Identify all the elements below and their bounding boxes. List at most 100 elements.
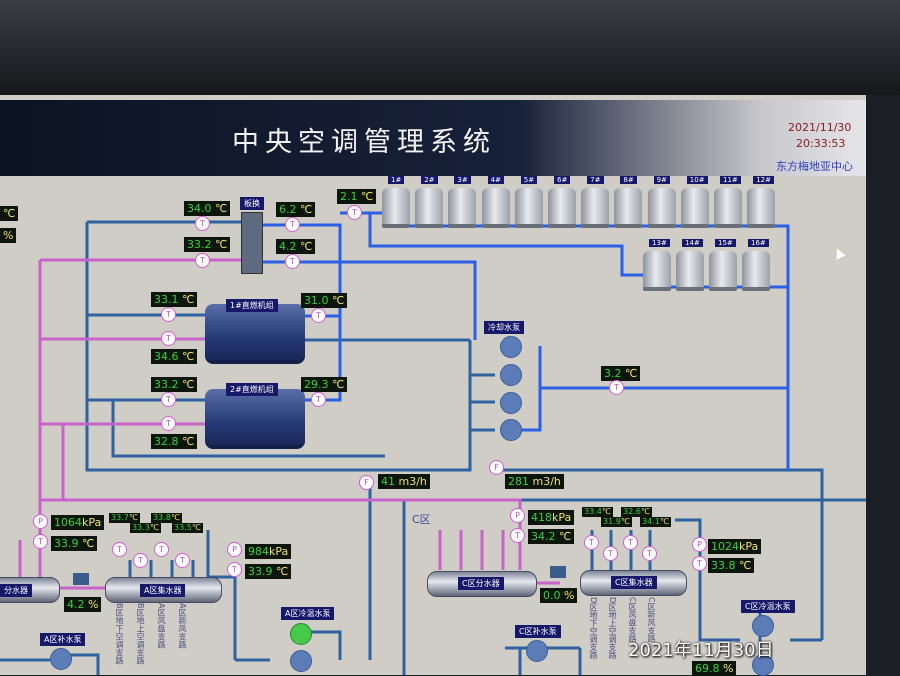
cooling-tower-label: 4# xyxy=(487,176,504,184)
branch-label: B区地上空调支路 xyxy=(136,603,145,665)
cooling-tower-label: 9# xyxy=(653,176,670,184)
page-title: 中央空调管理系统 xyxy=(232,127,496,158)
monitor-bezel xyxy=(0,0,900,95)
readout-c-branch-3: 32.6℃ xyxy=(621,507,652,517)
temperature-sensor-icon[interactable]: T xyxy=(510,528,525,543)
branch-label: A区风盘支路 xyxy=(157,603,166,649)
temperature-sensor-icon[interactable]: T xyxy=(623,535,638,550)
cooling-tower-8[interactable] xyxy=(614,188,643,228)
readout-hx-out-cold: 6.2 ℃ xyxy=(276,202,316,217)
temperature-sensor-icon[interactable]: T xyxy=(227,562,242,577)
cooling-tower-label: 5# xyxy=(520,176,538,184)
flow-sensor-icon[interactable]: F xyxy=(359,475,374,490)
cooling-tower-6[interactable] xyxy=(548,188,576,228)
cooling-tower-5[interactable] xyxy=(514,188,543,228)
time-display: 20:33:53 xyxy=(796,137,846,150)
readout-hx-in-cold: 4.2 ℃ xyxy=(276,239,316,254)
cooling-pump-label: 冷却水泵 xyxy=(484,321,524,334)
readout-a-p-return: 984kPa xyxy=(245,544,292,559)
temperature-sensor-icon[interactable]: T xyxy=(285,217,300,232)
readout-c-branch-4: 34.1℃ xyxy=(640,517,671,527)
readout-hx-in-hot: 34.0 ℃ xyxy=(184,201,231,216)
cooling-tower-label: 8# xyxy=(620,176,637,184)
readout-chiller1-t3: 31.0 ℃ xyxy=(301,293,348,308)
temperature-sensor-icon[interactable]: T xyxy=(161,416,176,431)
temperature-sensor-icon[interactable]: T xyxy=(642,546,657,561)
temperature-sensor-icon[interactable]: T xyxy=(161,392,176,407)
cooling-tower-label: 16# xyxy=(748,239,769,247)
zone-c-makeup-pump-label: C区补水泵 xyxy=(515,625,561,638)
temperature-sensor-icon[interactable]: T xyxy=(347,205,362,220)
readout-flow-2: 281 m3/h xyxy=(505,474,564,489)
readout-c-branch-2: 31.9℃ xyxy=(601,517,632,527)
plate-heat-exchanger[interactable] xyxy=(241,212,263,274)
cooling-pump-4[interactable] xyxy=(500,419,522,441)
cooling-tower-10[interactable] xyxy=(680,188,709,228)
readout-c-t-supply: 34.2 ℃ xyxy=(528,529,575,544)
pressure-sensor-icon[interactable]: P xyxy=(227,542,242,557)
cooling-tower-label: 2# xyxy=(421,176,438,184)
temperature-sensor-icon[interactable]: T xyxy=(609,380,624,395)
temperature-sensor-icon[interactable]: T xyxy=(285,254,300,269)
cooling-tower-label: 6# xyxy=(554,176,571,184)
zone-a-makeup-pump[interactable] xyxy=(50,648,72,670)
temperature-sensor-icon[interactable]: T xyxy=(311,308,326,323)
temperature-sensor-icon[interactable]: T xyxy=(195,216,210,231)
cooling-tower-label: 10# xyxy=(686,176,708,184)
readout-chiller2-t3: 29.3 ℃ xyxy=(301,377,348,392)
zone-c-valve[interactable] xyxy=(550,566,566,578)
cooling-tower-2[interactable] xyxy=(415,188,444,228)
cooling-tower-4[interactable] xyxy=(481,188,510,228)
branch-label: C区新风支路 xyxy=(647,597,656,643)
branch-label: C区风盘支路 xyxy=(628,597,637,643)
cooling-tower-13[interactable] xyxy=(643,251,671,291)
temperature-sensor-icon[interactable]: T xyxy=(603,546,618,561)
zone-a-circ-pump-2[interactable] xyxy=(290,650,312,672)
camera-timestamp-watermark: 2021年11月30日 xyxy=(628,640,774,661)
cooling-tower-16[interactable] xyxy=(742,251,770,291)
cooling-tower-7[interactable] xyxy=(581,188,610,228)
cooling-tower-label: 12# xyxy=(753,176,774,184)
branch-label: A区新风支路 xyxy=(178,603,187,649)
zone-c-circ-pump-1[interactable] xyxy=(752,615,774,637)
pressure-sensor-icon[interactable]: P xyxy=(510,508,525,523)
cooling-tower-12[interactable] xyxy=(747,188,776,228)
temperature-sensor-icon[interactable]: T xyxy=(311,392,326,407)
pressure-sensor-icon[interactable]: P xyxy=(692,537,707,552)
pressure-sensor-icon[interactable]: P xyxy=(33,514,48,529)
zone-c-makeup-pump[interactable] xyxy=(526,640,548,662)
cooling-pump-3[interactable] xyxy=(500,392,522,414)
temperature-sensor-icon[interactable]: T xyxy=(584,535,599,550)
branch-label: D区地下空调支路 xyxy=(589,597,598,660)
readout-c-p-supply: 418kPa xyxy=(528,510,575,525)
cooling-tower-15[interactable] xyxy=(709,251,737,291)
cooling-tower-label: 11# xyxy=(720,176,741,184)
temperature-sensor-icon[interactable]: T xyxy=(161,307,176,322)
flow-sensor-icon[interactable]: F xyxy=(489,460,504,475)
chiller-1-label: 1#直燃机组 xyxy=(226,299,278,312)
temperature-sensor-icon[interactable]: T xyxy=(692,556,707,571)
cooling-tower-9[interactable] xyxy=(647,188,676,228)
zone-a-circ-pump-1[interactable] xyxy=(290,623,312,645)
temperature-sensor-icon[interactable]: T xyxy=(161,331,176,346)
cooling-pump-1[interactable] xyxy=(500,336,522,358)
zone-a-circ-pump-label: A区冷温水泵 xyxy=(281,607,335,620)
cooling-tower-3[interactable] xyxy=(448,188,477,228)
temperature-sensor-icon[interactable]: T xyxy=(175,553,190,568)
zone-a-valve[interactable] xyxy=(73,573,89,585)
plate-hx-label: 板换 xyxy=(240,197,264,210)
temperature-sensor-icon[interactable]: T xyxy=(154,542,169,557)
chiller-1[interactable] xyxy=(205,304,305,364)
readout-a-branch-1: 33.7℃ xyxy=(109,513,140,523)
temperature-sensor-icon[interactable]: T xyxy=(112,542,127,557)
temperature-sensor-icon[interactable]: T xyxy=(33,534,48,549)
cooling-tower-1[interactable] xyxy=(382,188,410,228)
temperature-sensor-icon[interactable]: T xyxy=(195,253,210,268)
cooling-tower-11[interactable] xyxy=(714,188,742,228)
temperature-sensor-icon[interactable]: T xyxy=(133,553,148,568)
readout-c-valve-2: 69.8 % xyxy=(692,661,737,676)
cooling-pump-2[interactable] xyxy=(500,364,522,386)
cooling-tower-14[interactable] xyxy=(676,251,704,291)
chiller-2[interactable] xyxy=(205,389,305,449)
cooling-tower-label: 15# xyxy=(715,239,736,247)
